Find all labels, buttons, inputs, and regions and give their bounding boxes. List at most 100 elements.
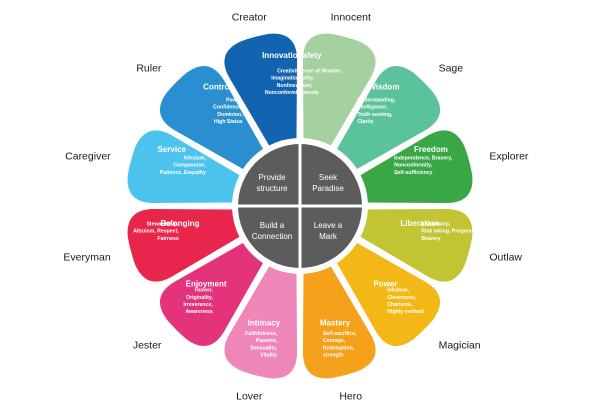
segment-title: Liberation xyxy=(400,219,439,228)
archetype-label-everyman: Everyman xyxy=(63,252,110,264)
segment-trait: Trust, xyxy=(298,83,313,89)
segment-trait: Fairness xyxy=(157,236,178,242)
segment-trait: Sense of Wonder, xyxy=(298,69,342,75)
segment-title: Mastery xyxy=(320,318,351,327)
segment-shape xyxy=(127,208,240,282)
segment-trait: Honesty xyxy=(298,90,319,96)
core-label-br: Mark xyxy=(319,232,338,241)
archetype-label-magician: Magician xyxy=(439,340,481,352)
segment-magician: PowerIntuition,Cleverness,Charisma,Highl… xyxy=(336,242,441,347)
segment-title: Enjoyment xyxy=(186,280,227,289)
segment-trait: Irreverence, xyxy=(183,302,213,308)
segment-trait: Patience, Empathy xyxy=(160,170,206,176)
segment-trait: Courage, xyxy=(323,338,346,344)
segment-trait: Imagination, xyxy=(271,76,302,82)
archetype-label-innocent: Innocent xyxy=(331,12,371,24)
archetype-label-outlaw: Outlaw xyxy=(489,252,522,264)
segment-trait: Intuition, xyxy=(387,288,409,294)
segment-shape xyxy=(302,33,376,146)
core-label-bl: Connection xyxy=(252,232,292,241)
segment-trait: Intelligence, xyxy=(357,105,388,111)
segment-trait: Clarity xyxy=(357,119,373,125)
segment-title: Safety xyxy=(297,51,322,60)
segment-trait: Independence, Bravery, xyxy=(394,155,453,161)
segment-shape xyxy=(360,130,473,204)
segment-title: Service xyxy=(157,145,186,154)
segment-jester: EnjoymentHumor,Originality,Irreverence,A… xyxy=(159,242,264,347)
segment-trait: High Status xyxy=(214,119,243,125)
segment-trait: Dominion, xyxy=(217,112,243,118)
archetype-label-explorer: Explorer xyxy=(489,150,529,162)
archetype-label-ruler: Ruler xyxy=(136,62,162,74)
segment-lover: IntimacyFaithfulness,Passion,Sensuality,… xyxy=(224,266,298,379)
archetype-label-jester: Jester xyxy=(133,340,162,352)
segment-shape xyxy=(224,266,298,379)
segment-title: Innovation xyxy=(262,51,303,60)
segment-trait: Redemption, xyxy=(323,345,355,351)
segment-trait: Confidence, xyxy=(213,105,243,111)
segment-trait: Self-sacrifice, xyxy=(323,331,357,337)
segment-trait: Stewardship, xyxy=(146,221,179,227)
segment-trait: Nonlinear, xyxy=(277,83,303,89)
segment-title: Control xyxy=(203,82,231,91)
core-label-tr: Seek xyxy=(319,173,338,182)
segment-trait: Creativity, xyxy=(277,69,302,75)
segment-title: Belonging xyxy=(160,219,199,228)
segment-trait: Vitality xyxy=(260,353,277,359)
segment-title: Wisdom xyxy=(368,82,399,91)
archetype-label-hero: Hero xyxy=(339,390,362,400)
segment-shape xyxy=(224,33,298,146)
segment-trait: Understanding, xyxy=(357,97,396,103)
segment-trait: Passion, xyxy=(256,338,278,344)
archetype-label-caregiver: Caregiver xyxy=(65,150,111,162)
segment-trait: Bravery xyxy=(421,236,440,242)
segment-trait: strength xyxy=(323,353,344,359)
core-label-bl: Build a xyxy=(260,221,285,230)
segment-title: Freedom xyxy=(414,145,448,154)
segment-shape xyxy=(336,65,441,170)
segment-trait: Awareness xyxy=(185,309,212,315)
core-label-tl: Provide xyxy=(258,173,286,182)
segment-trait: Nonconformity, xyxy=(394,163,433,169)
segment-trait: Altruism, xyxy=(183,155,206,161)
segment-trait: Originality, xyxy=(186,295,213,301)
segment-trait: Charisma, xyxy=(387,302,413,308)
segment-trait: Leadership, xyxy=(421,221,451,227)
segment-trait: Nonconformity xyxy=(265,90,302,96)
segment-shape xyxy=(302,266,376,379)
segment-trait: Self-sufficiency xyxy=(394,170,432,176)
segment-shape xyxy=(159,242,264,347)
core-label-br: Leave a xyxy=(314,221,343,230)
segment-trait: Faithfulness, xyxy=(245,331,278,337)
segment-creator: InnovationCreativity,Imagination,Nonline… xyxy=(224,33,303,146)
segment-shape xyxy=(159,65,264,170)
segment-trait: Cleverness, xyxy=(387,295,417,301)
segment-trait: Humor, xyxy=(195,288,213,294)
segment-trait: Purity, xyxy=(298,76,314,82)
segment-trait: Sensuality, xyxy=(250,345,278,351)
segment-trait: Power, xyxy=(226,97,243,103)
segment-trait: Truth seeking, xyxy=(357,112,393,118)
segment-trait: Compassion, xyxy=(173,163,206,169)
segment-hero: MasterySelf-sacrifice,Courage,Redemption… xyxy=(302,266,376,379)
segment-shape xyxy=(360,208,473,282)
segment-title: Intimacy xyxy=(248,318,281,327)
segment-shape xyxy=(336,242,441,347)
archetype-label-lover: Lover xyxy=(236,390,263,400)
core-label-tr: Paradise xyxy=(312,184,344,193)
archetype-label-sage: Sage xyxy=(439,62,464,74)
archetype-label-creator: Creator xyxy=(232,12,268,24)
segment-title: Power xyxy=(373,280,397,289)
core-label-tl: structure xyxy=(256,184,288,193)
